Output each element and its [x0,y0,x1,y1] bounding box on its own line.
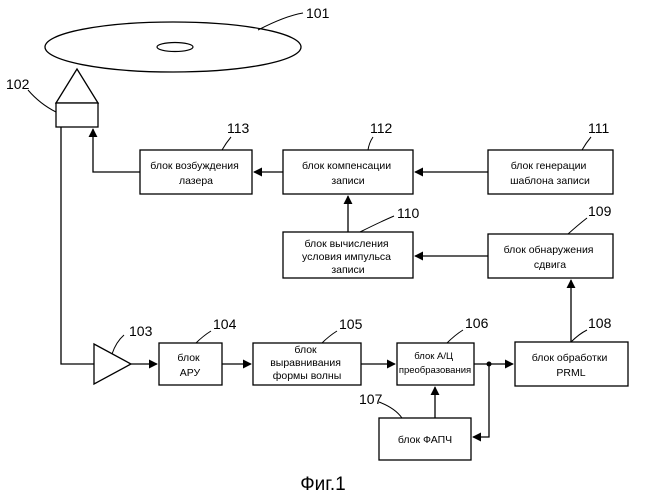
write-pattern-generator-leader [582,137,591,150]
shift-detector-block [488,234,613,278]
laser-driver-to-head-arrow [93,129,140,172]
ad-converter-ref: 106 [465,315,489,331]
write-pulse-condition-leader [360,216,394,232]
disc-leader [258,13,303,30]
write-pattern-generator-block [488,150,613,194]
prml-block [515,342,628,386]
ad-converter-block [397,343,474,385]
amplifier [94,344,131,384]
write-compensation-block [283,150,413,194]
pll-leader [379,402,402,418]
agc-ref: 104 [213,316,237,332]
write-pattern-generator-ref: 111 [588,120,609,136]
waveform-equalizer-ref: 105 [339,316,363,332]
laser-driver-block [140,150,252,194]
laser-driver-leader [222,137,231,150]
adc-to-pll-arrow [473,364,489,437]
write-pulse-condition-ref: 110 [397,205,420,221]
amplifier-ref-label: 103 [129,323,153,339]
write-compensation-leader [368,137,373,150]
agc-leader [196,331,211,343]
write-compensation-ref: 112 [370,120,393,136]
head-to-amplifier-wire [61,127,94,364]
prml-ref: 108 [588,315,612,331]
shift-detector-leader [568,218,587,234]
prml-leader [571,330,587,342]
head-leader [28,90,56,112]
ad-converter-leader [447,330,463,343]
head-ref-label: 102 [6,76,30,92]
laser-driver-ref: 113 [227,120,250,136]
pll-ref: 107 [359,391,383,407]
disc-ref-label: 101 [306,5,330,21]
figure-caption: Фиг.1 [300,474,346,495]
pll-label: блок ФАПЧ [398,434,452,446]
shift-detector-ref: 109 [588,203,612,219]
waveform-equalizer-leader [322,331,337,343]
optical-disc [45,22,301,72]
amplifier-leader [112,335,124,354]
optical-head [56,69,98,127]
